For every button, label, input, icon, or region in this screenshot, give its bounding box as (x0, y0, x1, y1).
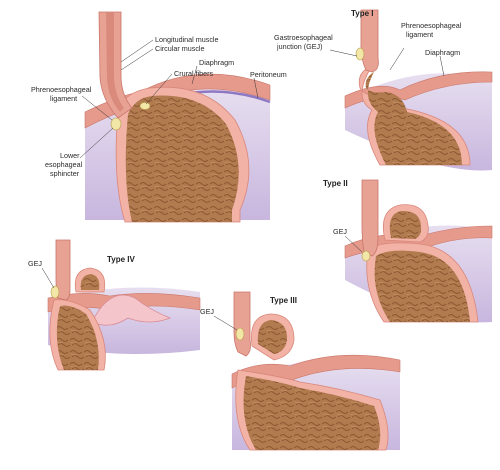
crural-fibers (139, 102, 151, 110)
type1-gej (355, 47, 365, 61)
stomach-lumen (125, 95, 239, 222)
type1-panel: Type I Gastroesophageal junction (GEJ) P… (274, 9, 493, 171)
type1-label-gej-2: junction (GEJ) (276, 42, 323, 51)
label-sphincter: sphincter (50, 169, 80, 178)
type1-title: Type I (351, 9, 374, 18)
normal-anatomy-panel: Longitudinal muscle Circular muscle Crur… (31, 11, 287, 223)
label-longitudinal-muscle: Longitudinal muscle (155, 35, 219, 44)
type4-stomach-lumen (56, 305, 99, 370)
type2-label-gej: GEJ (333, 227, 347, 236)
label-esophageal: esophageal (45, 160, 83, 169)
label-peritoneum: Peritoneum (250, 70, 287, 79)
type2-gej (361, 250, 371, 262)
label-ligament: ligament (50, 94, 77, 103)
esophagus-lumen (106, 12, 124, 112)
label-phrenoesophageal: Phrenoesophageal (31, 85, 92, 94)
type3-stomach-lumen (243, 376, 381, 450)
type1-label-diaphragm: Diaphragm (425, 48, 460, 57)
type4-herniated-lumen (80, 274, 100, 290)
type1-label-pel-1: Phrenoesophageal (401, 21, 462, 30)
type4-esophagus (55, 239, 71, 301)
type3-herniated-lumen (257, 320, 288, 354)
type4-herniated-colon (91, 294, 172, 326)
type3-label-gej: GEJ (200, 307, 214, 316)
type2-herniated-lumen (389, 210, 422, 239)
type1-label-pel-2: ligament (406, 30, 433, 39)
type2-stomach-lumen (374, 250, 470, 322)
type2-panel: Type II GEJ (323, 179, 493, 323)
type3-panel: Type III GEJ (200, 291, 401, 451)
label-crural-fibers: Crural fibers (174, 69, 214, 78)
type4-gej (50, 285, 60, 299)
lower-esophageal-sphincter (110, 117, 122, 131)
type2-esophagus (361, 179, 379, 257)
type3-esophagus (233, 291, 251, 357)
type3-title: Type III (270, 296, 297, 305)
type4-title: Type IV (107, 255, 136, 264)
type1-label-gej-1: Gastroesophageal (274, 33, 333, 42)
type4-label-gej: GEJ (28, 259, 42, 268)
label-diaphragm: Diaphragm (199, 58, 234, 67)
label-lower: Lower (60, 151, 80, 160)
type1-stomach-lumen (365, 72, 462, 165)
type4-panel: Type IV GEJ (28, 239, 201, 371)
type1-esophagus (360, 9, 379, 73)
type2-title: Type II (323, 179, 348, 188)
label-circular-muscle: Circular muscle (155, 44, 205, 53)
type3-gej (235, 327, 245, 341)
